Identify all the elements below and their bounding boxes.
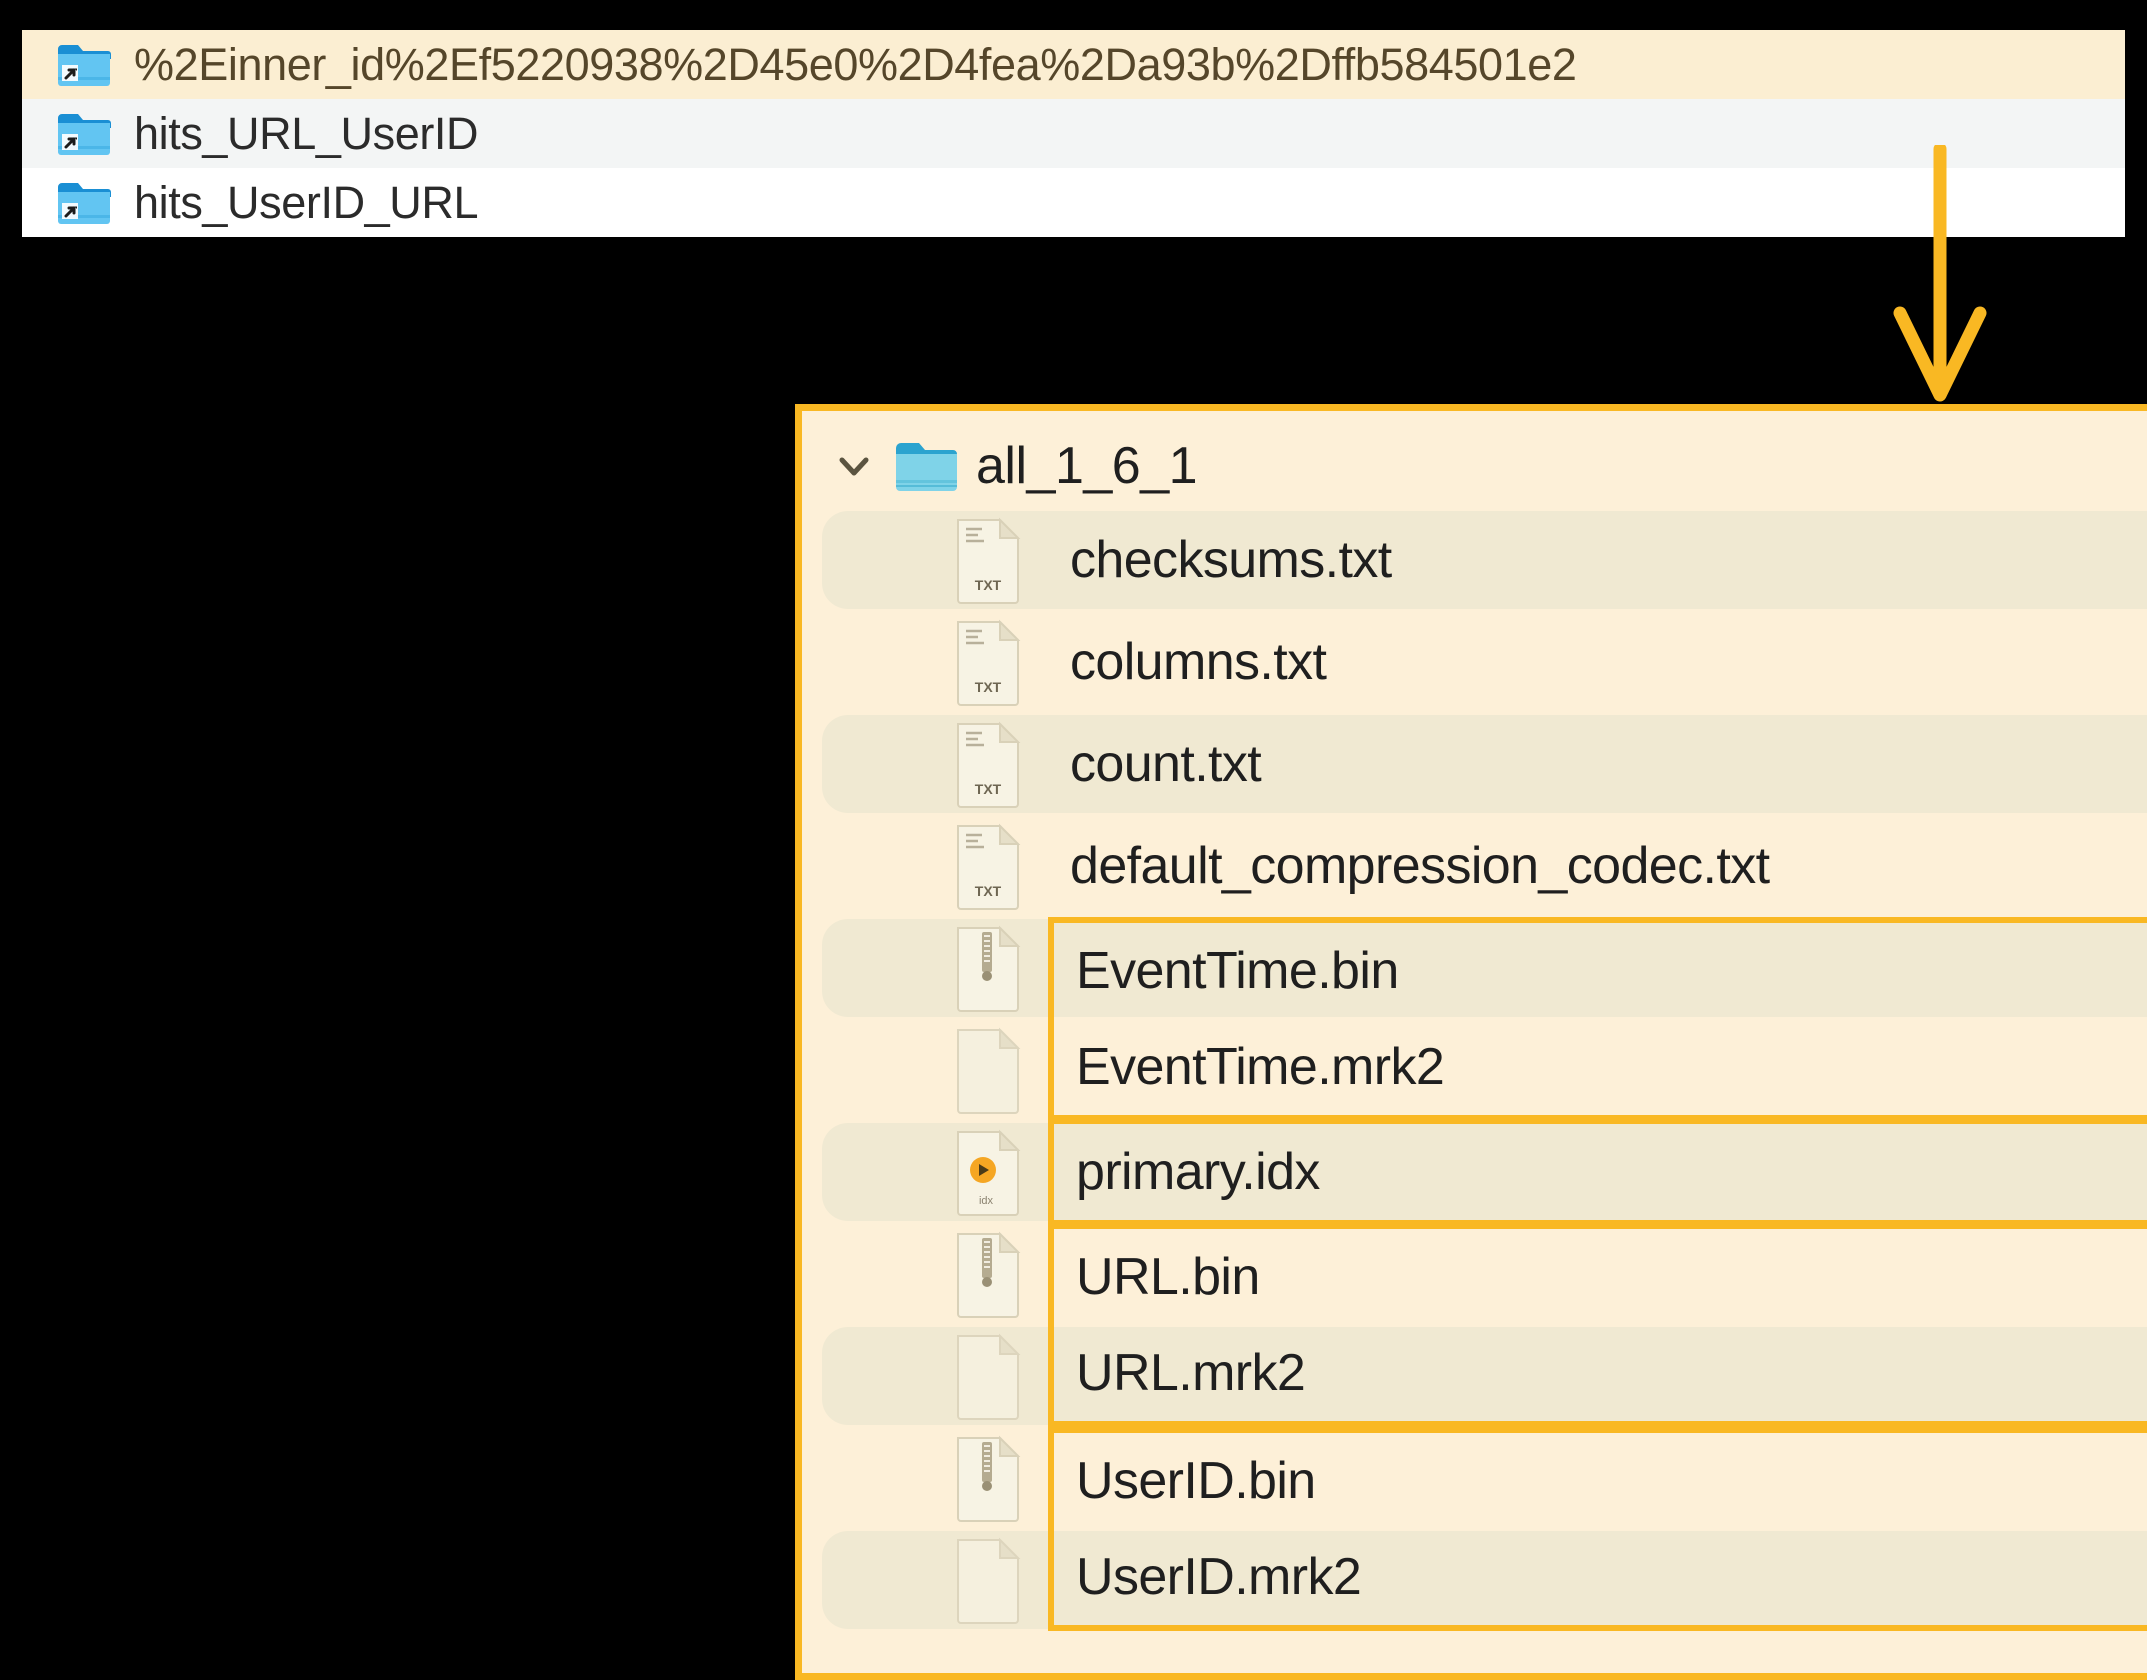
file-row[interactable]: TXT checksums.txt — [802, 509, 2147, 611]
file-row[interactable]: TXT default_compression_codec.txt — [802, 815, 2147, 917]
svg-text:TXT: TXT — [975, 781, 1002, 797]
file-name-label: EventTime.mrk2 — [1048, 1019, 2147, 1121]
blank-file-icon — [952, 1332, 1024, 1420]
file-row[interactable]: UserID.bin — [802, 1427, 2147, 1529]
directory-listing: %2Einner_id%2Ef5220938%2D45e0%2D4fea%2Da… — [22, 30, 2125, 237]
tree-directory-label: all_1_6_1 — [976, 437, 1198, 495]
blank-file-icon — [952, 1536, 1024, 1624]
file-name-label: count.txt — [1070, 735, 1262, 793]
svg-text:TXT: TXT — [975, 883, 1002, 899]
file-name-label: columns.txt — [1070, 633, 1327, 691]
list-item-label: hits_URL_UserID — [134, 107, 479, 159]
txt-file-icon: TXT — [952, 720, 1024, 808]
file-name-label: URL.mrk2 — [1048, 1325, 2147, 1427]
list-item-label: %2Einner_id%2Ef5220938%2D45e0%2D4fea%2Da… — [134, 38, 1577, 90]
folder-symlink-icon — [56, 179, 112, 227]
bin-file-icon — [952, 1230, 1024, 1318]
list-item[interactable]: %2Einner_id%2Ef5220938%2D45e0%2D4fea%2Da… — [22, 30, 2125, 99]
folder-icon — [894, 439, 958, 493]
txt-file-icon: TXT — [952, 618, 1024, 706]
file-row[interactable]: idx primary.idx — [802, 1118, 2147, 1226]
folder-symlink-icon — [56, 41, 112, 89]
file-name-label: checksums.txt — [1070, 531, 1392, 589]
file-name-label: default_compression_codec.txt — [1070, 837, 1770, 895]
bin-file-icon — [952, 1434, 1024, 1522]
blank-file-icon — [952, 1026, 1024, 1114]
svg-text:idx: idx — [979, 1195, 994, 1207]
svg-text:TXT: TXT — [975, 577, 1002, 593]
list-item[interactable]: hits_UserID_URL — [22, 168, 2125, 237]
file-row[interactable]: TXT count.txt — [802, 713, 2147, 815]
file-name-label: UserID.mrk2 — [1048, 1529, 2147, 1631]
list-item-label: hits_UserID_URL — [134, 176, 479, 228]
file-row[interactable]: TXT columns.txt — [802, 611, 2147, 713]
down-arrow-annotation — [1880, 142, 2000, 415]
list-item[interactable]: hits_URL_UserID — [22, 99, 2125, 168]
folder-symlink-icon — [56, 110, 112, 158]
file-name-label: primary.idx — [1048, 1118, 2147, 1226]
tree-directory-row[interactable]: all_1_6_1 — [802, 423, 2147, 509]
txt-file-icon: TXT — [952, 822, 1024, 910]
file-name-label: UserID.bin — [1048, 1427, 2147, 1529]
file-row[interactable]: EventTime.bin — [802, 917, 2147, 1019]
file-row[interactable]: URL.bin — [802, 1223, 2147, 1325]
file-name-label: EventTime.bin — [1048, 917, 2147, 1019]
svg-text:TXT: TXT — [975, 679, 1002, 695]
file-row[interactable]: URL.mrk2 — [802, 1325, 2147, 1427]
file-name-label: URL.bin — [1048, 1223, 2147, 1325]
file-row[interactable]: EventTime.mrk2 — [802, 1019, 2147, 1121]
bin-file-icon — [952, 924, 1024, 1012]
file-detail-panel: all_1_6_1 TXT checksums.txt — [795, 404, 2147, 1680]
file-row[interactable]: UserID.mrk2 — [802, 1529, 2147, 1631]
txt-file-icon: TXT — [952, 516, 1024, 604]
chevron-down-icon[interactable] — [832, 444, 876, 488]
idx-file-icon: idx — [952, 1128, 1024, 1216]
